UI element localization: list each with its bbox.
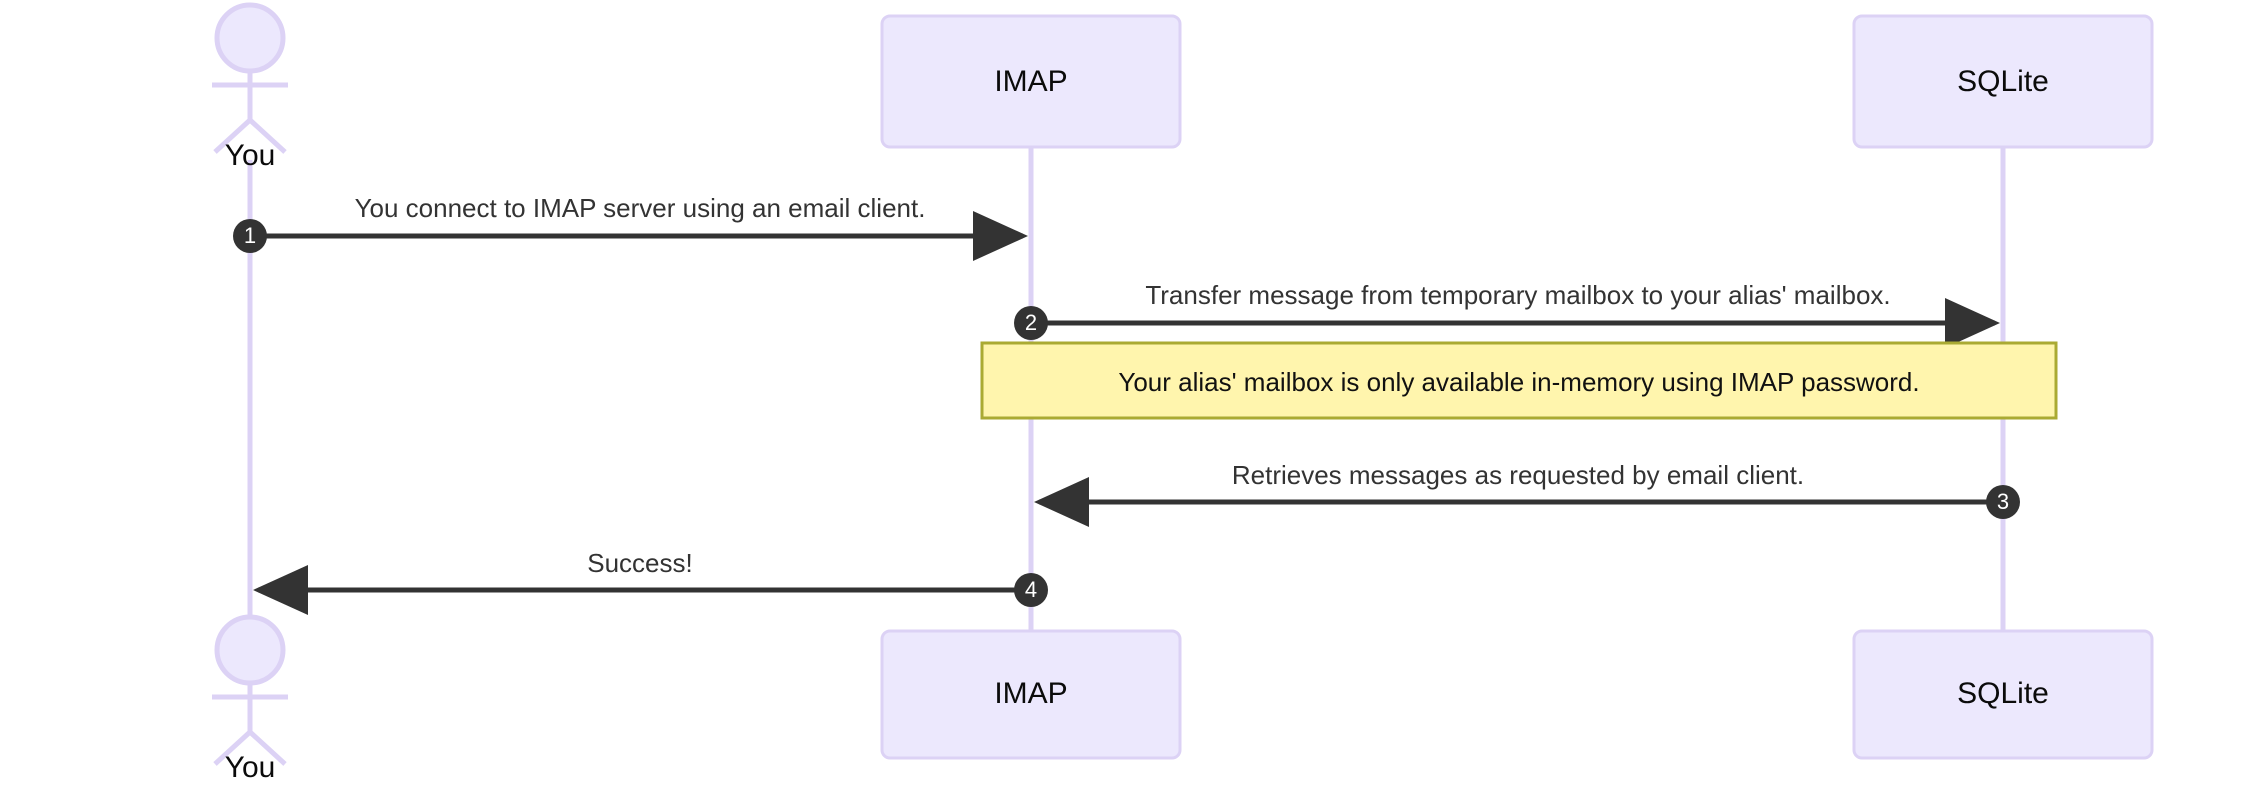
participant-label-imap-bottom: IMAP — [994, 677, 1067, 710]
message-3-badge — [1986, 485, 2020, 519]
message-4-badge-number: 4 — [1025, 577, 1037, 602]
actor-you-top[interactable]: You — [212, 2, 288, 172]
participant-box-imap-bottom — [880, 629, 1182, 760]
participant-imap-top[interactable]: IMAP — [880, 14, 1182, 149]
note-imap-sqlite: Your alias' mailbox is only available in… — [980, 341, 2058, 420]
message-2-badge-number: 2 — [1025, 310, 1037, 335]
message-2-badge — [1014, 306, 1048, 340]
message-1-badge — [233, 219, 267, 253]
message-1-badge-number: 1 — [244, 223, 256, 248]
actor-leg-right-icon — [248, 118, 287, 154]
message-3-badge-number: 3 — [1997, 489, 2009, 514]
message-1-label: You connect to IMAP server using an emai… — [355, 193, 926, 223]
actor-label-you-top: You — [225, 139, 276, 172]
message-2-label: Transfer message from temporary mailbox … — [1145, 280, 1890, 310]
actor-head-icon — [214, 2, 286, 74]
message-3[interactable]: Retrieves messages as requested by email… — [1034, 460, 2020, 527]
message-4-badge — [1014, 573, 1048, 607]
participant-imap-bottom[interactable]: IMAP — [880, 629, 1182, 760]
participant-label-imap-top: IMAP — [994, 65, 1067, 98]
actor-label-you-bottom: You — [225, 751, 276, 784]
actor-leg-right-icon — [248, 730, 287, 766]
message-1[interactable]: You connect to IMAP server using an emai… — [233, 193, 1028, 261]
actor-head-icon — [214, 614, 286, 686]
message-2[interactable]: Transfer message from temporary mailbox … — [1014, 280, 2000, 348]
note-text: Your alias' mailbox is only available in… — [1118, 367, 1919, 397]
participant-box-imap-top — [880, 14, 1182, 149]
participant-label-sqlite-top: SQLite — [1957, 65, 2049, 98]
participant-sqlite-top[interactable]: SQLite — [1852, 14, 2154, 149]
actor-leg-left-icon — [213, 118, 252, 154]
actor-you-bottom[interactable]: You — [212, 614, 288, 784]
participant-sqlite-bottom[interactable]: SQLite — [1852, 629, 2154, 760]
participant-label-sqlite-bottom: SQLite — [1957, 677, 2049, 710]
message-4-label: Success! — [587, 548, 693, 578]
actor-leg-left-icon — [213, 730, 252, 766]
participant-box-sqlite-top — [1852, 14, 2154, 149]
message-3-label: Retrieves messages as requested by email… — [1232, 460, 1804, 490]
participant-box-sqlite-bottom — [1852, 629, 2154, 760]
message-4[interactable]: Success! 4 — [253, 548, 1048, 615]
note-box — [980, 341, 2058, 420]
